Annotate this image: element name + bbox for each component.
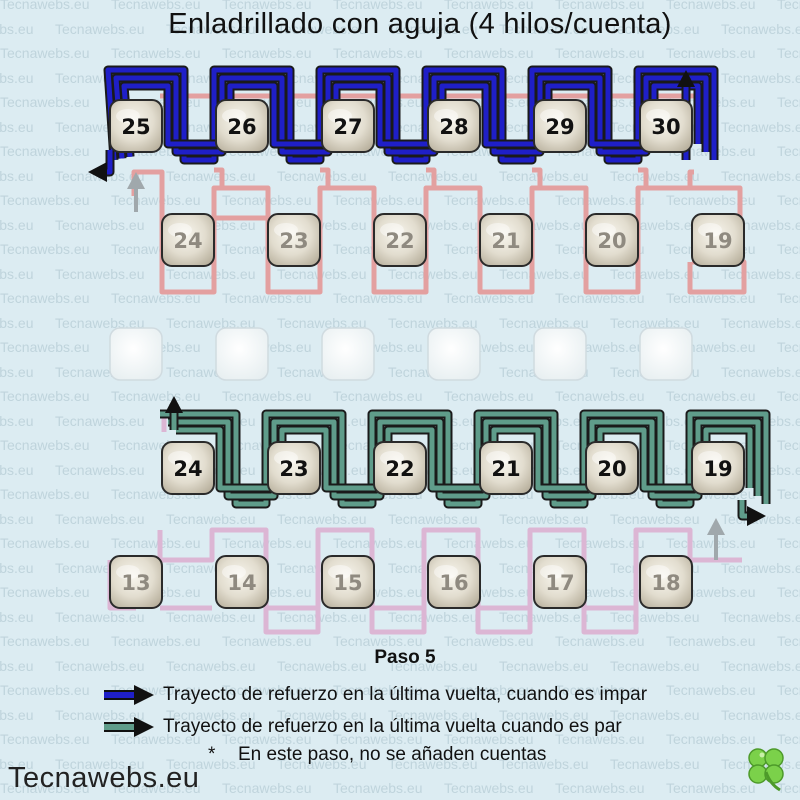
bead-number: 24 [173,229,202,253]
bead-21-previous: 21 [479,213,533,267]
bead-23-active: 23 [267,441,321,495]
bead-13-previous: 13 [109,555,163,609]
bead-number: 30 [651,115,680,139]
thread-segment [687,185,747,295]
ghost-bead [639,327,693,381]
bead-19-active: 19 [691,441,745,495]
bead-number: 14 [227,571,256,595]
ghost-bead [109,327,163,381]
bead-number: 19 [703,229,732,253]
entry-arrow-up-icon [677,70,695,87]
thread-segment [532,167,543,188]
bead-number: 16 [439,571,468,595]
thread-segment [320,167,331,188]
ghost-bead [215,327,269,381]
bead-24-previous: 24 [161,213,215,267]
start-arrow-up-icon [127,172,145,189]
bead-20-previous: 20 [585,213,639,267]
previous-row-beads: 24 23 22 21 20 19 13 14 15 16 17 18 [109,213,745,609]
bead-number: 15 [333,571,362,595]
bead-15-previous: 15 [321,555,375,609]
bead-number: 18 [651,571,680,595]
bead-number: 29 [545,115,574,139]
bead-number: 20 [597,229,626,253]
bead-number: 21 [491,457,520,481]
legend-odd-row-text: Trayecto de refuerzo en la última vuelta… [163,684,648,705]
thread-segment [214,167,225,188]
end-arrow-right-icon [747,506,766,526]
bead-28-active: 28 [427,99,481,153]
bead-16-previous: 16 [427,555,481,609]
step-note: * En este paso, no se añaden cuentas [208,744,546,766]
reinforcement-path-even [160,409,771,509]
page-title: Enladrillado con aguja (4 hilos/cuenta) [168,8,672,40]
bead-number: 22 [385,229,414,253]
bead-number: 26 [227,115,256,139]
legend-even-swatch-icon [104,717,154,737]
legend-even-row-text: Trayecto de refuerzo en la última vuelta… [163,716,622,737]
bead-number: 19 [703,457,732,481]
bead-number: 21 [491,229,520,253]
legend-odd-swatch-icon [104,685,154,705]
bead-23-previous: 23 [267,213,321,267]
bead-17-previous: 17 [533,555,587,609]
ghost-bead-row [109,327,693,381]
bead-number: 22 [385,457,414,481]
bead-number: 24 [173,457,202,481]
bead-number: 25 [121,115,150,139]
reinforcement-path-odd [111,73,711,159]
start-arrow-up-icon [707,518,725,535]
bead-number: 27 [333,115,362,139]
active-row-beads: 25 26 27 28 29 30 24 23 22 21 20 19 [109,99,745,495]
bead-number: 20 [597,457,626,481]
bead-29-active: 29 [533,99,587,153]
four-leaf-clover-icon [748,748,784,792]
entry-arrow-up-icon [165,396,183,413]
thread-segment [157,527,742,635]
bead-21-active: 21 [479,441,533,495]
bead-30-active: 30 [639,99,693,153]
thread-segment [426,167,437,188]
bead-25-active: 25 [109,99,163,153]
bead-number: 17 [545,571,574,595]
note-text: En este paso, no se añaden cuentas [237,744,547,765]
ghost-bead [321,327,375,381]
bead-22-active: 22 [373,441,427,495]
brand-logo-text[interactable]: Tecnawebs.eu [8,762,200,794]
bead-27-active: 27 [321,99,375,153]
bead-number: 28 [439,115,468,139]
bead-20-active: 20 [585,441,639,495]
bead-number: 13 [121,571,150,595]
bead-22-previous: 22 [373,213,427,267]
bead-19-previous: 19 [691,213,745,267]
step-label: Paso 5 [374,647,436,668]
thread-segment [638,167,649,188]
reinforcement-path-odd [103,65,719,165]
ghost-bead [427,327,481,381]
bead-14-previous: 14 [215,555,269,609]
thread-segment [159,215,268,295]
bead-26-active: 26 [215,99,269,153]
bead-18-previous: 18 [639,555,693,609]
bead-number: 23 [279,229,308,253]
note-asterisk: * [208,744,216,765]
ghost-bead [533,327,587,381]
end-arrow-left-icon [88,162,107,182]
bead-number: 23 [279,457,308,481]
legend-swatches [104,685,154,737]
bead-24-active: 24 [161,441,215,495]
direction-arrows [88,70,766,560]
